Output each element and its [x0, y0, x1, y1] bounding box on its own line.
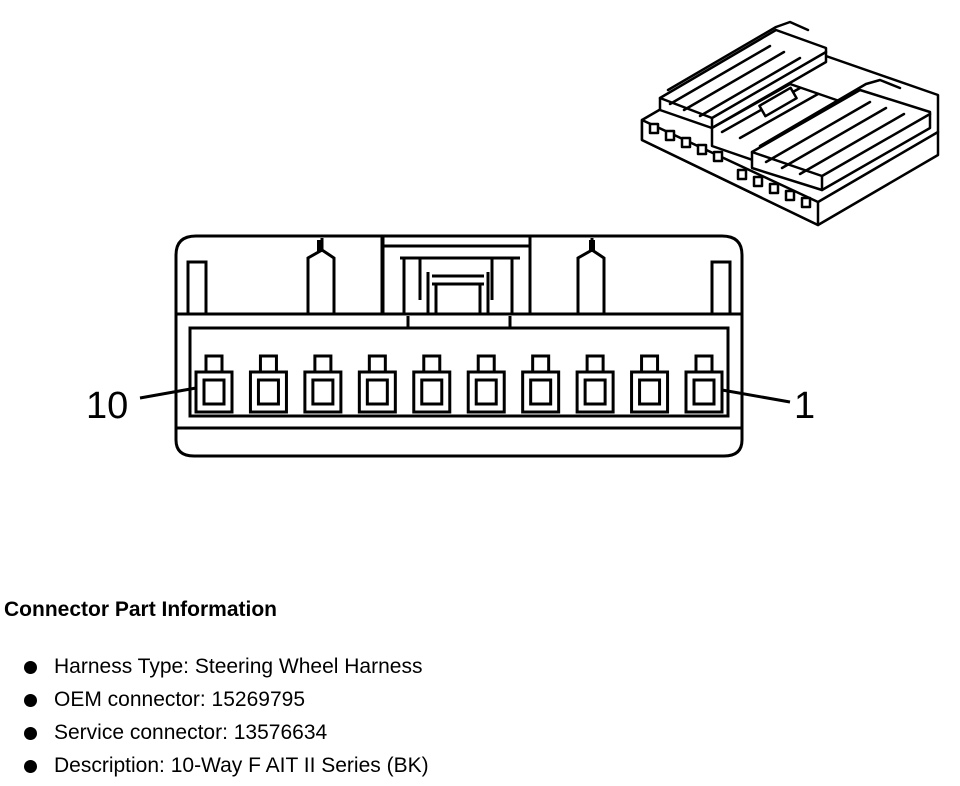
info-item-text: Description: 10-Way F AIT II Series (BK) — [54, 754, 429, 777]
info-item-oem-connector: OEM connector: 15269795 — [0, 685, 429, 718]
bullet-icon — [24, 661, 37, 674]
pin-cavity — [684, 354, 724, 414]
pin-label-left: 10 — [86, 385, 128, 427]
info-item-text: Harness Type: Steering Wheel Harness — [54, 655, 423, 678]
info-item-description: Description: 10-Way F AIT II Series (BK) — [0, 751, 429, 784]
pin-cavity — [248, 354, 288, 414]
info-item-text: Service connector: 13576634 — [54, 721, 328, 744]
connector-front-view — [174, 234, 744, 458]
info-list: Harness Type: Steering Wheel Harness OEM… — [0, 652, 429, 784]
info-item-text: OEM connector: 15269795 — [54, 688, 305, 711]
bullet-icon — [24, 727, 37, 740]
connector-diagram: 10 1 — [86, 20, 940, 458]
bullet-icon — [24, 694, 37, 707]
pin-cavity — [630, 354, 670, 414]
pin-label-right: 1 — [794, 385, 815, 427]
info-section-title: Connector Part Information — [4, 598, 278, 621]
pin-cavity — [303, 354, 343, 414]
info-item-harness-type: Harness Type: Steering Wheel Harness — [0, 652, 429, 685]
pin-cavity — [521, 354, 561, 414]
pin-cavity — [575, 354, 615, 414]
connector-isometric-illustration — [640, 20, 940, 227]
pin-cavity — [357, 354, 397, 414]
pin-cavity — [412, 354, 452, 414]
bullet-icon — [24, 760, 37, 773]
info-item-service-connector: Service connector: 13576634 — [0, 718, 429, 751]
pin-cavity — [466, 354, 506, 414]
pin-label-leaders — [139, 386, 791, 404]
pin-cavity — [194, 354, 234, 414]
pin-cavity-row — [194, 354, 724, 414]
